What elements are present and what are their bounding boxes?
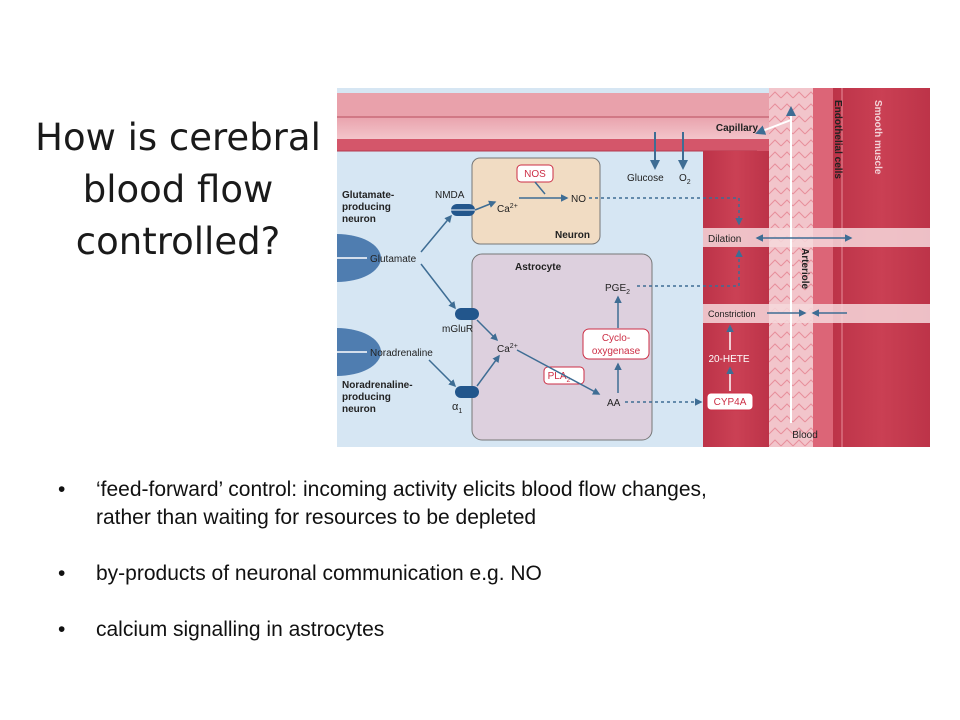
astrocyte-ca-label: Ca2+ [497,343,518,355]
no-label: NO [571,194,586,205]
cyp4a-label: CYP4A [714,397,747,408]
o2-label: O2 [679,173,691,186]
neuron-label: Neuron [555,230,590,241]
bullet-list: • ‘feed-forward’ control: incoming activ… [58,476,938,672]
cyclooxygenase-line: Cyclo- [602,333,630,344]
slide-title: How is cerebral blood flow controlled? [30,112,326,268]
bullet-text: calcium signalling in astrocytes [96,618,385,641]
title-line: controlled? [75,220,281,263]
glutamate-to-mglur-arrow [420,263,456,310]
endothelial-cells-label: Endothelial cells [832,100,843,179]
neuron-ca-label: Ca2+ [497,203,518,215]
cyp4a-enzyme [706,392,754,411]
pge2-label: PGE2 [605,283,630,296]
alpha1-label: α1 [452,401,462,415]
noradrenaline-to-alpha1-arrow [428,359,457,388]
bullet-marker: • [58,478,66,501]
glutamate-neuron-line: Glutamate- [342,190,394,201]
mglur-label: mGluR [442,324,473,335]
blood-label: Blood [792,430,818,441]
title-line: How is cerebral [35,116,321,159]
mglur-to-ca-arrow [476,319,499,342]
diagram-canvas: Capillary Dilation Constriction Endothel… [337,88,930,447]
mglur-receptor [455,308,479,320]
bullet-text: rather than waiting for resources to be … [96,506,537,529]
astrocyte-label: Astrocyte [515,262,562,273]
pge2-base: PGE [605,283,626,294]
noradrenaline-label: Noradrenaline [370,348,433,359]
alpha1-receptor [455,386,479,398]
constriction-label: Constriction [708,309,756,319]
bullet-item: • by-products of neuronal communication … [58,560,938,588]
bullet-text: by-products of neuronal communication e.… [96,562,542,585]
smooth-muscle-label: Smooth muscle [872,100,883,175]
ca-sup: 2+ [510,343,518,350]
pge2-to-dilation-arrow [637,249,743,287]
capillary-vessel: Capillary [337,93,807,152]
alpha1-base: α [452,401,459,413]
pla2-label: PLA2 [548,371,571,384]
glutamate-neuron-line: producing [342,202,391,213]
o2-sub: 2 [687,179,691,186]
blood-flow-arrows [755,106,796,423]
glutamate-to-nmda-arrow [420,214,452,253]
ca-to-aa-arrow [516,349,601,395]
ca-base: Ca [497,204,510,215]
blood-flow-diagram: Capillary Dilation Constriction Endothel… [337,88,930,447]
astrocyte-box [471,253,653,441]
pla2-sub: 2 [567,377,571,384]
alpha1-sub: 1 [458,408,462,415]
ca-base: Ca [497,344,510,355]
title-line: blood flow [82,168,274,211]
nos-catalysis-line [534,181,546,195]
hete-label: 20-HETE [708,354,749,365]
neuron-box [471,157,601,245]
pge2-sub: 2 [626,289,630,296]
dilation-label: Dilation [708,234,741,245]
capillary-label: Capillary [716,123,759,134]
noradrenaline-neuron-line: producing [342,392,391,403]
nos-label: NOS [524,169,546,180]
bullet-text: ‘feed-forward’ control: incoming activit… [96,478,707,501]
ca-sup: 2+ [510,203,518,210]
bullet-marker: • [58,618,66,641]
bullet-item: • calcium signalling in astrocytes [58,616,938,644]
noradrenaline-neuron-line: neuron [342,404,376,415]
alpha1-to-ca-arrow [476,354,500,387]
no-to-dilation-arrow [589,197,743,226]
cyclooxygenase-line: oxygenase [592,346,641,357]
arteriole-label: Arteriole [799,248,810,290]
noradrenaline-neuron-line: Noradrenaline- [342,380,413,391]
o2-base: O [679,173,687,184]
glucose-label: Glucose [627,173,664,184]
nmda-to-ca-arrow [474,200,497,211]
glutamate-label: Glutamate [370,254,417,265]
glutamate-neuron-line: neuron [342,214,376,225]
pla2-base: PLA [548,371,567,382]
bullet-item: • ‘feed-forward’ control: incoming activ… [58,476,938,532]
bullet-marker: • [58,562,66,585]
nmda-label: NMDA [435,190,465,201]
aa-label: AA [607,398,621,409]
cyclooxygenase-enzyme [582,328,650,360]
